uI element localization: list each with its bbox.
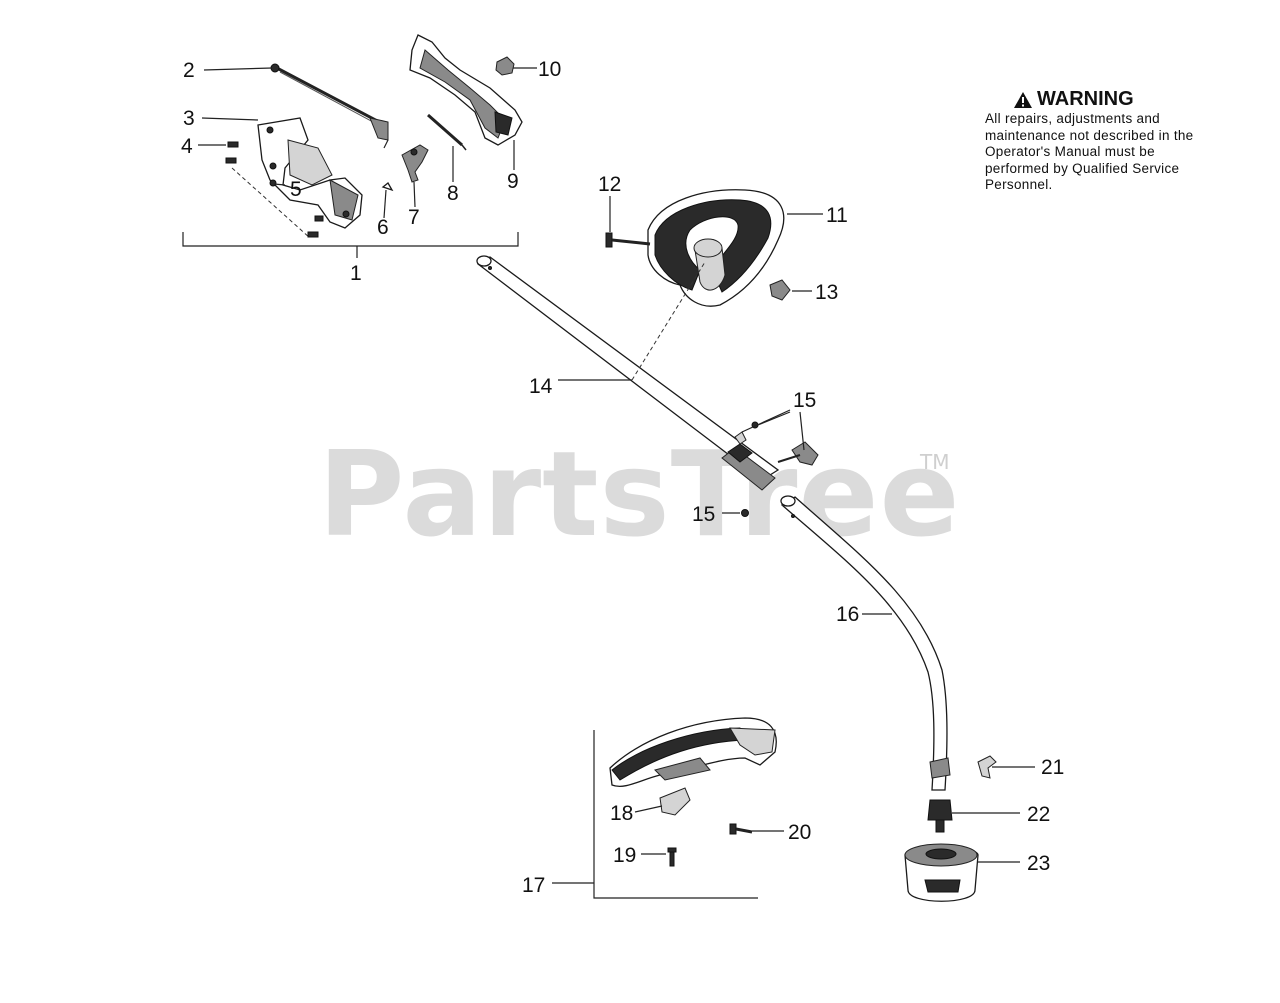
label-part-21[interactable]: 21 xyxy=(1041,756,1064,779)
watermark-trademark: TM xyxy=(920,450,950,474)
part-3-handle-housing[interactable] xyxy=(257,117,363,229)
label-part-18[interactable]: 18 xyxy=(610,802,633,825)
part-2-throttle-cable[interactable] xyxy=(270,63,389,149)
leader-lines xyxy=(198,67,1035,863)
label-part-20[interactable]: 20 xyxy=(788,821,811,844)
warning-title-text: WARNING xyxy=(1037,88,1134,110)
screw-lower-2 xyxy=(314,215,324,222)
label-part-4[interactable]: 4 xyxy=(181,135,193,158)
label-part-3[interactable]: 3 xyxy=(183,107,195,130)
warning-title: WARNING xyxy=(1013,88,1225,111)
part-labels: 1 2 3 4 5 6 7 8 9 10 11 12 13 14 15 15 1… xyxy=(181,58,1064,897)
warning-triangle-icon xyxy=(1014,91,1032,108)
warning-box: WARNING All repairs, adjustments and mai… xyxy=(985,88,1225,194)
label-part-10[interactable]: 10 xyxy=(538,58,561,81)
label-part-19[interactable]: 19 xyxy=(613,844,636,867)
part-20-bolt[interactable] xyxy=(729,823,753,835)
part-4-screw[interactable] xyxy=(225,141,239,164)
part-17-grass-guard[interactable] xyxy=(609,717,777,787)
label-part-23[interactable]: 23 xyxy=(1027,852,1050,875)
part-23-trimmer-head[interactable] xyxy=(904,843,979,902)
label-part-17[interactable]: 17 xyxy=(522,874,545,897)
part-19-screw[interactable] xyxy=(667,847,677,867)
part-8-pin[interactable] xyxy=(427,113,467,151)
label-part-16[interactable]: 16 xyxy=(836,603,859,626)
part-7-trigger[interactable] xyxy=(401,144,429,183)
label-part-15[interactable]: 15 xyxy=(793,389,816,412)
part-14-upper-shaft[interactable] xyxy=(476,255,780,481)
part-18-guard-blade[interactable] xyxy=(659,787,691,816)
group-bracket-1 xyxy=(182,232,519,247)
label-part-12[interactable]: 12 xyxy=(598,173,621,196)
label-part-14[interactable]: 14 xyxy=(529,375,553,398)
part-10-nut[interactable] xyxy=(495,56,515,76)
part-5-screw[interactable] xyxy=(269,162,277,187)
part-22-drive-head[interactable] xyxy=(927,799,953,833)
label-part-22[interactable]: 22 xyxy=(1027,803,1050,826)
part-16-lower-shaft[interactable] xyxy=(780,495,951,791)
group-bracket-17 xyxy=(593,730,758,899)
warning-text: All repairs, adjustments and maintenance… xyxy=(985,111,1194,192)
label-part-11[interactable]: 11 xyxy=(826,204,848,227)
label-part-2[interactable]: 2 xyxy=(183,59,195,82)
part-6-clip[interactable] xyxy=(381,182,394,192)
label-part-5[interactable]: 5 xyxy=(290,178,302,201)
label-part-7[interactable]: 7 xyxy=(408,206,420,229)
part-21-clip[interactable] xyxy=(977,755,997,779)
part-13-knob[interactable] xyxy=(769,279,791,301)
part-12-bolt[interactable] xyxy=(605,232,651,248)
label-part-1[interactable]: 1 xyxy=(350,262,362,285)
label-part-8[interactable]: 8 xyxy=(447,182,459,205)
part-11-handle-shield[interactable] xyxy=(647,189,785,307)
label-part-6[interactable]: 6 xyxy=(377,216,389,239)
label-part-15b[interactable]: 15 xyxy=(692,503,715,526)
label-part-13[interactable]: 13 xyxy=(815,281,838,304)
label-part-9[interactable]: 9 xyxy=(507,170,519,193)
part-9-handle-half[interactable] xyxy=(409,34,523,146)
screw-lower xyxy=(307,231,319,238)
watermark: PartsTree xyxy=(318,425,961,563)
